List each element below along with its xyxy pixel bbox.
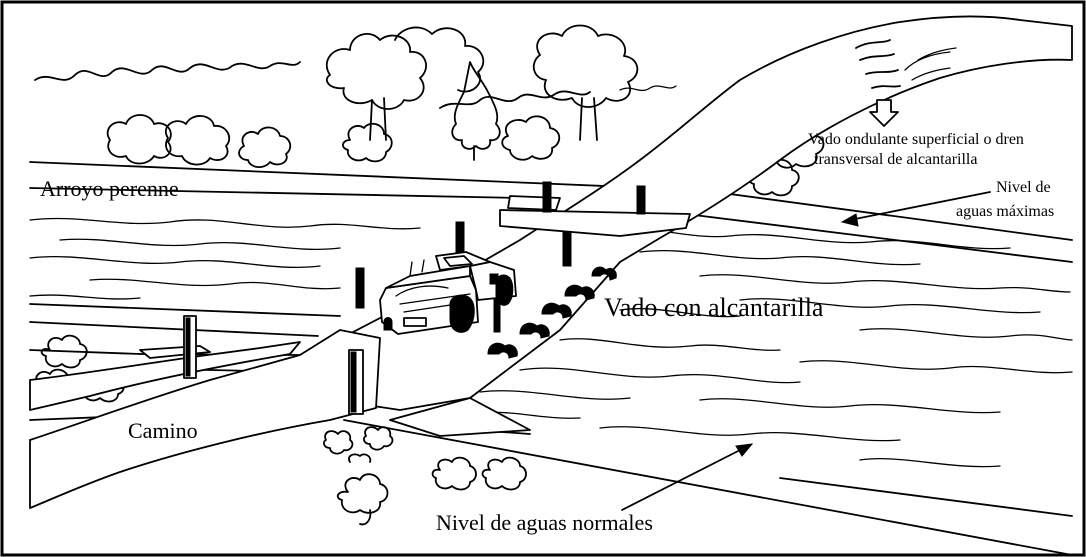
- label-vado-alcantarilla: Vado con alcantarilla: [604, 293, 824, 322]
- culvert-pipes: [487, 266, 617, 359]
- arrow-nivel-normales: [621, 445, 749, 511]
- arrow-nivel-maximas: [849, 191, 991, 221]
- pickup-truck: [379, 251, 517, 335]
- label-vado-ondulante-1: Vado ondulante superficial o dren: [808, 131, 1024, 148]
- label-camino: Camino: [128, 418, 198, 443]
- label-nivel-normales: Nivel de aguas normales: [436, 510, 653, 535]
- label-arroyo-perenne: Arroyo perenne: [40, 176, 179, 201]
- road: [29, 15, 1073, 509]
- ford-slab: [139, 195, 691, 437]
- label-vado-ondulante-2: transversal de alcantarilla: [814, 151, 977, 168]
- marker-posts: [183, 181, 646, 415]
- label-nivel-maximas-1: Nivel de: [996, 179, 1051, 196]
- drain-flow-arrow-icon: [855, 39, 901, 127]
- background-trees: [325, 24, 639, 161]
- label-nivel-maximas-2: aguas máximas: [956, 203, 1054, 220]
- pointer-arrows: [621, 191, 991, 511]
- water-ripples: [29, 217, 1073, 468]
